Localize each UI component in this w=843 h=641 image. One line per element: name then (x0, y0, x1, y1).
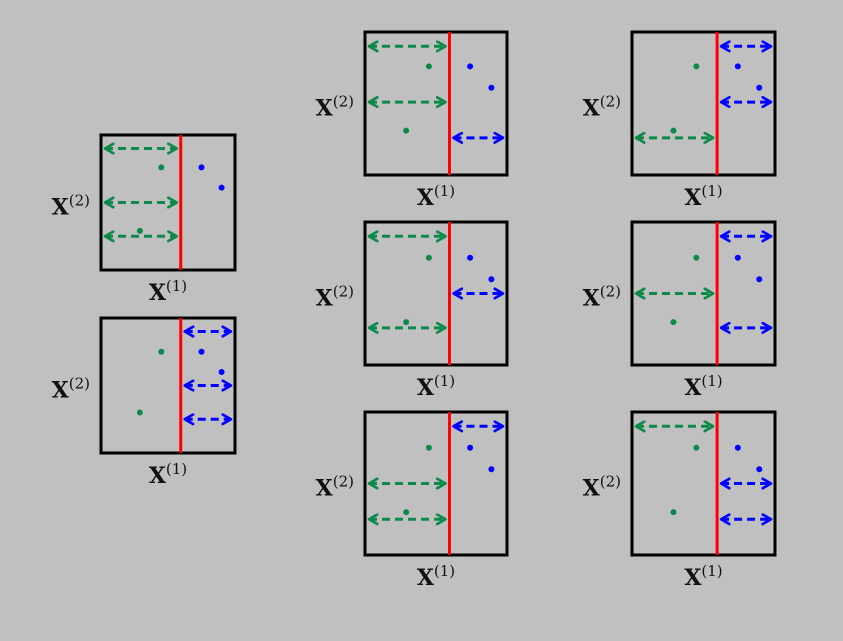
x-axis-superscript: (1) (434, 562, 455, 580)
y-axis-superscript: (2) (600, 93, 621, 111)
panel-middle-bottom: X(1)X(2) (316, 410, 509, 591)
green-point (403, 127, 410, 134)
panel-frame (99, 133, 237, 272)
green-point (693, 254, 700, 261)
x-axis-label: X(1) (417, 562, 455, 591)
x-axis-symbol: X (417, 565, 435, 591)
x-axis-symbol: X (149, 280, 167, 306)
blue-point (467, 254, 474, 261)
y-axis-superscript: (2) (69, 192, 90, 210)
y-axis-superscript: (2) (333, 93, 354, 111)
panel-frame (630, 410, 777, 557)
panel-right-bottom: X(1)X(2) (583, 410, 777, 591)
green-point (425, 444, 432, 451)
green-point (693, 444, 700, 451)
blue-point (218, 369, 225, 375)
y-axis-symbol: X (316, 286, 334, 312)
x-axis-symbol: X (684, 565, 702, 591)
y-axis-label: X(2) (583, 283, 621, 312)
y-axis-label: X(2) (316, 473, 354, 502)
y-axis-symbol: X (583, 96, 601, 122)
y-axis-symbol: X (316, 476, 334, 502)
green-point (158, 348, 165, 355)
green-point (670, 509, 677, 516)
y-axis-symbol: X (52, 378, 70, 404)
panel-frame (363, 220, 509, 367)
y-axis-label: X(2) (52, 375, 90, 404)
x-axis-superscript: (1) (434, 372, 455, 390)
blue-point (198, 348, 205, 355)
x-axis-superscript: (1) (434, 182, 455, 200)
x-axis-label: X(1) (684, 562, 722, 591)
y-axis-label: X(2) (52, 192, 90, 221)
green-point (670, 319, 677, 326)
panel-frame (630, 30, 777, 177)
panel-frame (363, 30, 509, 177)
green-point (425, 63, 432, 70)
green-point (136, 227, 143, 234)
blue-point (488, 466, 495, 473)
x-axis-label: X(1) (149, 277, 187, 306)
blue-point (198, 164, 205, 171)
blue-point (467, 444, 474, 451)
x-axis-symbol: X (684, 375, 702, 401)
panel-middle-top: X(1)X(2) (316, 30, 509, 211)
x-axis-label: X(1) (684, 372, 722, 401)
x-axis-superscript: (1) (166, 277, 187, 295)
blue-point (734, 254, 741, 261)
green-point (158, 164, 165, 171)
x-axis-superscript: (1) (701, 562, 722, 580)
y-axis-superscript: (2) (600, 473, 621, 491)
panel-middle-middle: X(1)X(2) (316, 220, 509, 401)
x-axis-symbol: X (684, 185, 702, 211)
green-point (403, 509, 410, 516)
y-axis-label: X(2) (583, 473, 621, 502)
blue-point (756, 466, 763, 473)
panel-right-top: X(1)X(2) (583, 30, 777, 211)
y-axis-superscript: (2) (69, 375, 90, 393)
blue-point (734, 63, 741, 70)
y-axis-label: X(2) (316, 93, 354, 122)
panel-frame (99, 316, 237, 455)
green-point (425, 254, 432, 261)
y-axis-symbol: X (52, 195, 70, 221)
blue-point (488, 276, 495, 283)
blue-point (756, 276, 763, 283)
panel-right-middle: X(1)X(2) (583, 220, 777, 401)
x-axis-label: X(1) (417, 182, 455, 211)
x-axis-label: X(1) (684, 182, 722, 211)
x-axis-superscript: (1) (701, 372, 722, 390)
y-axis-symbol: X (583, 476, 601, 502)
green-point (136, 409, 143, 416)
y-axis-symbol: X (316, 96, 334, 122)
green-point (670, 127, 677, 134)
blue-point (734, 444, 741, 451)
blue-point (488, 84, 495, 91)
green-point (693, 63, 700, 70)
blue-point (467, 63, 474, 70)
x-axis-symbol: X (417, 375, 435, 401)
blue-point (218, 184, 225, 191)
x-axis-label: X(1) (417, 372, 455, 401)
x-axis-label: X(1) (149, 460, 187, 489)
x-axis-superscript: (1) (166, 460, 187, 478)
x-axis-superscript: (1) (701, 182, 722, 200)
blue-point (756, 84, 763, 91)
green-point (403, 319, 410, 326)
x-axis-symbol: X (149, 463, 167, 489)
panel-frame (630, 220, 777, 367)
y-axis-label: X(2) (316, 283, 354, 312)
y-axis-label: X(2) (583, 93, 621, 122)
y-axis-symbol: X (583, 286, 601, 312)
x-axis-symbol: X (417, 185, 435, 211)
y-axis-superscript: (2) (333, 473, 354, 491)
y-axis-superscript: (2) (333, 283, 354, 301)
panel-left-bottom: X(1)X(2) (52, 316, 237, 489)
panel-left-top: X(1)X(2) (52, 133, 237, 306)
y-axis-superscript: (2) (600, 283, 621, 301)
panel-frame (363, 410, 509, 557)
